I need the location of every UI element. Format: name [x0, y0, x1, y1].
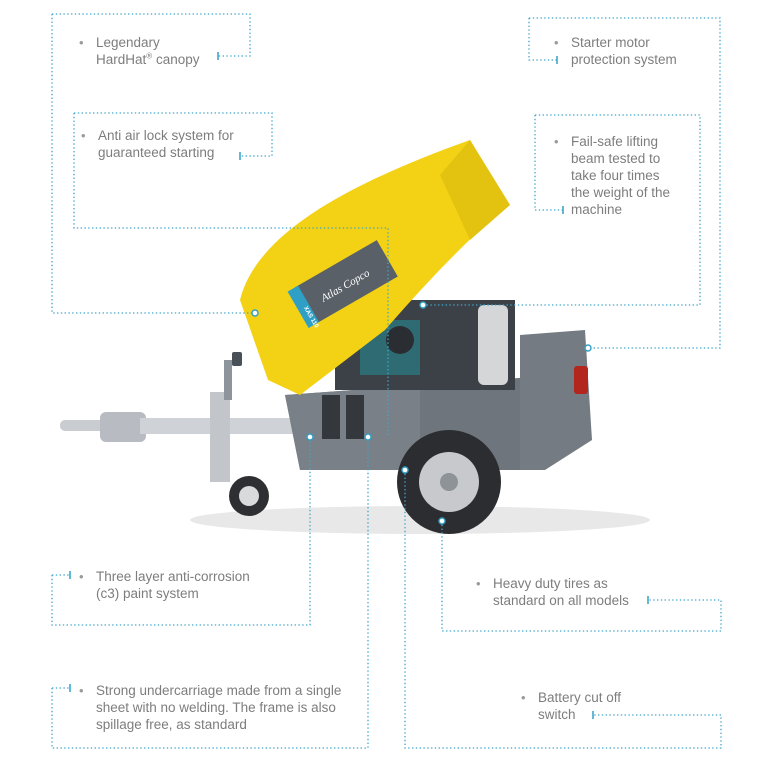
- bullet-icon: •: [79, 35, 84, 50]
- callout-battery-line2: switch: [538, 707, 576, 722]
- tow-bar: [60, 352, 300, 482]
- marker-starter: [584, 344, 592, 352]
- connector-paint: [51, 437, 311, 626]
- connector-tires: [441, 521, 722, 632]
- callout-tires-line1: Heavy duty tires as: [493, 576, 608, 591]
- jockey-wheel: [229, 476, 269, 516]
- connector-lifting: [423, 114, 701, 306]
- callout-tires-line2: standard on all models: [493, 593, 629, 608]
- callout-canopy: • Legendary HardHat® canopy: [79, 34, 200, 68]
- bullet-icon: •: [81, 128, 86, 143]
- marker-paint: [306, 433, 314, 441]
- callout-airlock: • Anti air lock system for guaranteed st…: [81, 127, 234, 161]
- callout-undercarriage-line1: Strong undercarriage made from a single: [96, 683, 342, 698]
- callout-paint: • Three layer anti-corrosion (c3) paint …: [79, 568, 250, 602]
- bullet-icon: •: [554, 35, 559, 50]
- marker-tires: [438, 517, 446, 525]
- callout-canopy-line2: HardHat® canopy: [96, 51, 200, 67]
- callout-undercarriage-line3: spillage free, as standard: [96, 717, 247, 732]
- connector-battery: [404, 470, 722, 749]
- marker-battery: [401, 466, 409, 474]
- main-wheel: [397, 430, 501, 534]
- callout-starter-line2: protection system: [571, 52, 677, 67]
- callout-airlock-line2: guaranteed starting: [98, 145, 215, 160]
- callout-battery: • Battery cut off switch: [521, 689, 622, 723]
- callout-undercarriage-line2: sheet with no welding. The frame is also: [96, 700, 336, 715]
- bullet-icon: •: [554, 134, 559, 149]
- callout-lifting-line4: the weight of the: [571, 185, 671, 200]
- callout-starter-line1: Starter motor: [571, 35, 650, 50]
- connector-undercarriage: [51, 437, 369, 749]
- callout-canopy-line1: Legendary: [96, 35, 160, 50]
- marker-undercarriage: [364, 433, 372, 441]
- connector-canopy: [51, 13, 255, 314]
- bullet-icon: •: [79, 683, 84, 698]
- connector-airlock: [73, 112, 389, 437]
- callout-tires: • Heavy duty tires as standard on all mo…: [476, 575, 629, 609]
- callout-lifting-line2: beam tested to: [571, 151, 661, 166]
- bullet-icon: •: [79, 569, 84, 584]
- marker-canopy: [251, 309, 259, 317]
- callout-battery-line1: Battery cut off: [538, 690, 622, 705]
- callout-lifting-line3: take four times: [571, 168, 660, 183]
- rear-light: [574, 366, 588, 394]
- machine-body: [285, 330, 592, 470]
- callout-paint-line2: (c3) paint system: [96, 586, 199, 601]
- callout-lifting-line5: machine: [571, 202, 623, 217]
- callout-paint-line1: Three layer anti-corrosion: [96, 569, 250, 584]
- callout-airlock-line1: Anti air lock system for: [98, 128, 234, 143]
- bullet-icon: •: [476, 576, 481, 591]
- connector-starter: [528, 17, 721, 349]
- marker-lifting: [419, 301, 427, 309]
- callout-undercarriage: • Strong undercarriage made from a singl…: [79, 682, 342, 733]
- bullet-icon: •: [521, 690, 526, 705]
- callout-starter: • Starter motor protection system: [554, 34, 677, 68]
- callout-lifting-line1: Fail-safe lifting: [571, 134, 659, 149]
- canopy: Atlas Copco XAS 110: [240, 140, 510, 395]
- callout-lifting: • Fail-safe lifting beam tested to take …: [554, 133, 671, 218]
